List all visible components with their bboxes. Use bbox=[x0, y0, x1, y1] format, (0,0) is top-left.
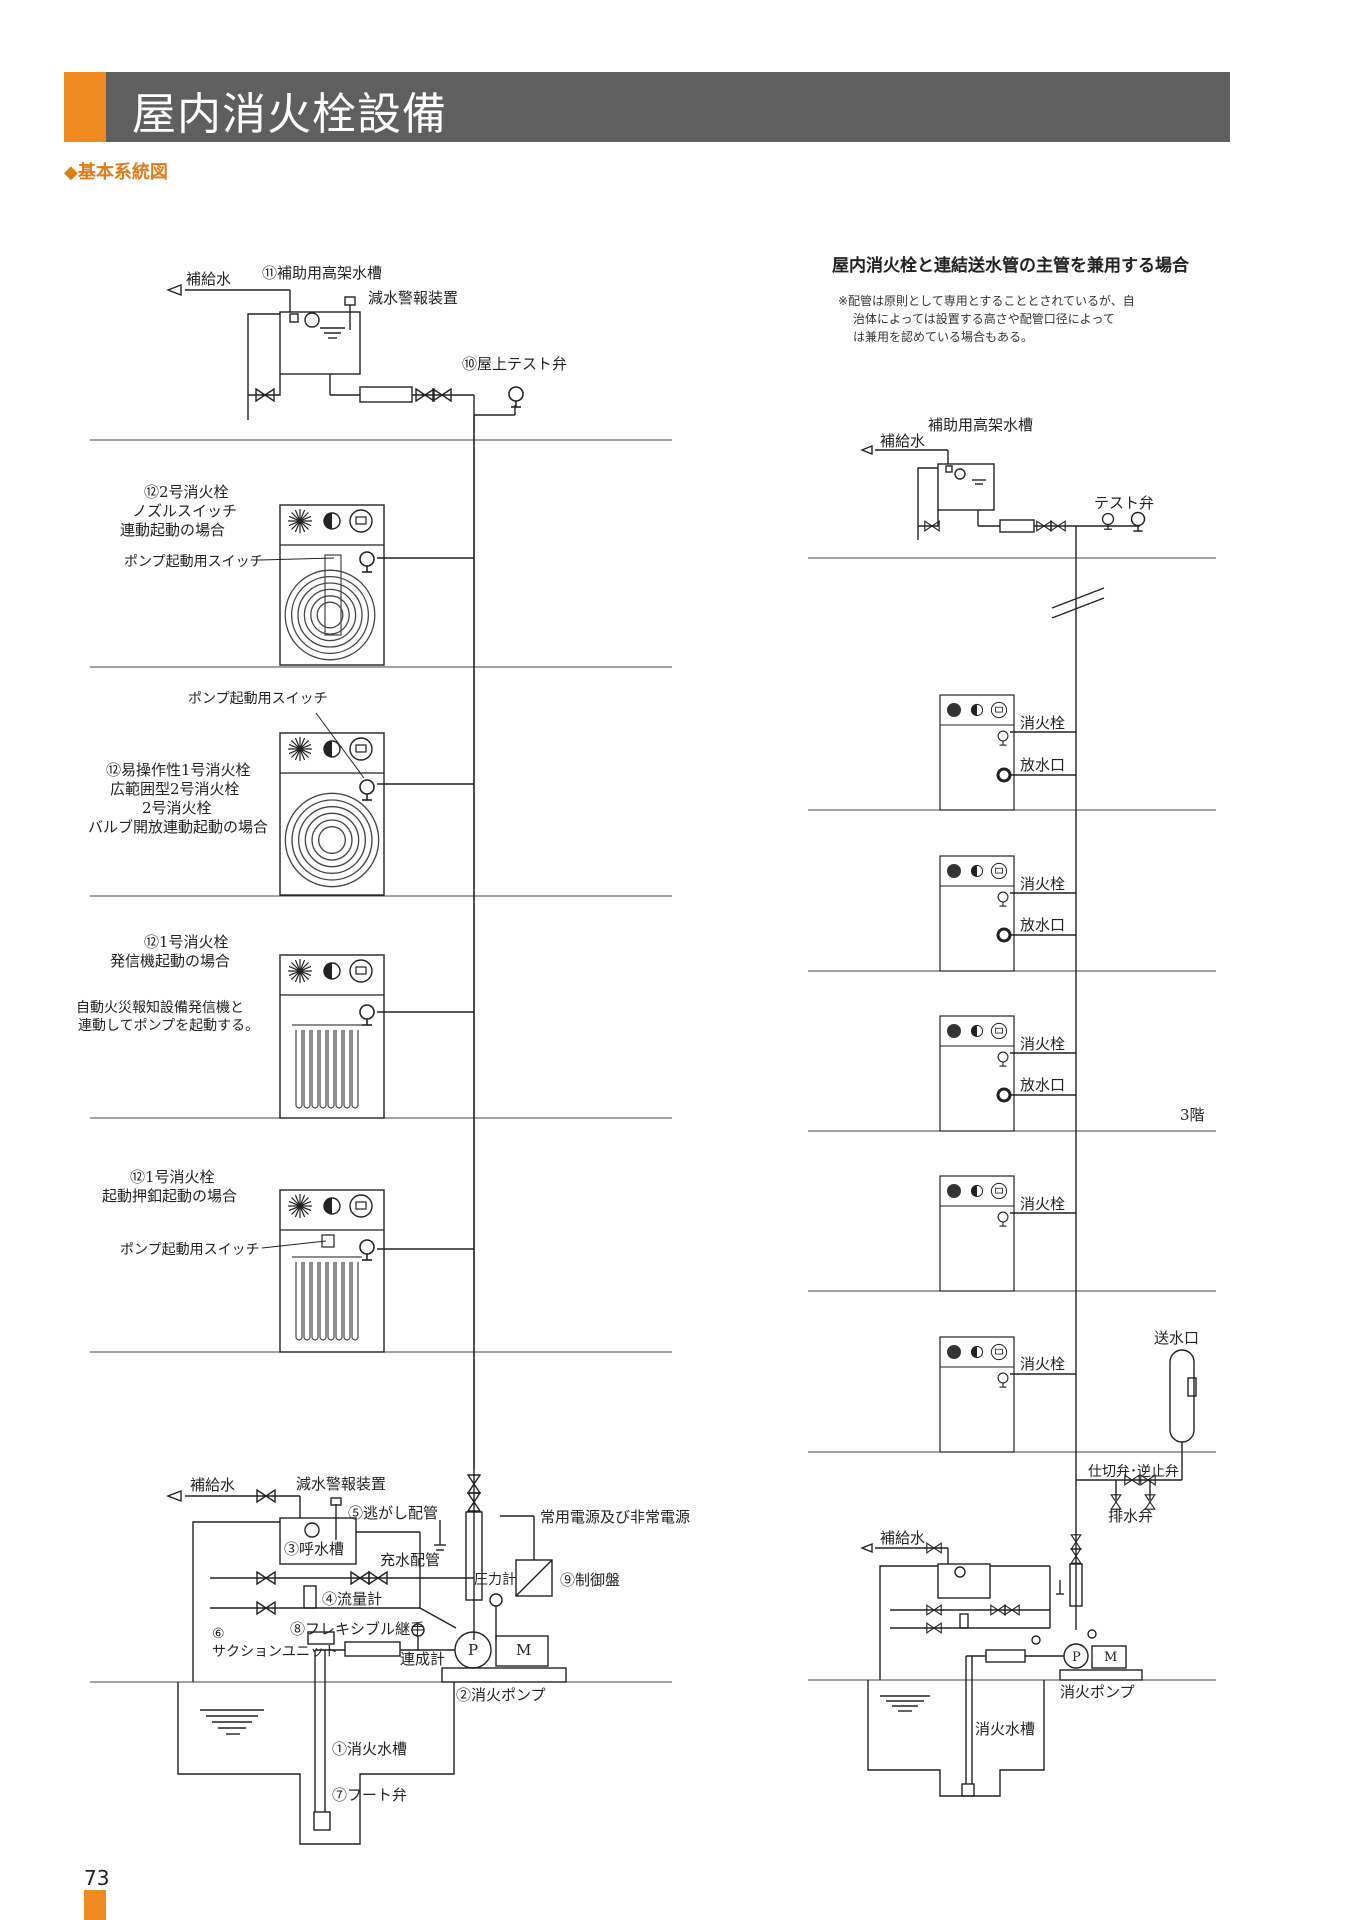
hydrant-box-2 bbox=[279, 712, 474, 896]
motor-m-label: M bbox=[516, 1641, 531, 1659]
bottom-low-water-alarm-label: 減水警報装置 bbox=[296, 1475, 386, 1493]
right-fire-pump-label: 消火ポンプ bbox=[1060, 1683, 1135, 1701]
right-floor-3 bbox=[939, 1015, 1076, 1132]
floor-3-label: 3階 bbox=[1180, 1106, 1205, 1124]
bottom-supply-water-label: 補給水 bbox=[190, 1476, 235, 1494]
case2-line-4: バルブ開放連動起動の場合 bbox=[88, 818, 268, 836]
right-diagram-note: ※配管は原則として専用とすることとされているが、自 治体によっては設置する高さや… bbox=[838, 292, 1138, 346]
hydrant-label-f4: 消火栓 bbox=[1020, 1195, 1065, 1213]
case2-line-3: 2号消火栓 bbox=[142, 799, 212, 817]
case4-line-1: ⑫1号消火栓 bbox=[130, 1168, 215, 1186]
hydrant-label-f2: 消火栓 bbox=[1020, 875, 1065, 893]
hydrant-box-3 bbox=[279, 954, 474, 1119]
case1-line-2: ノズルスイッチ bbox=[132, 502, 237, 520]
aux-elevated-tank bbox=[166, 283, 516, 420]
note-line-3: は兼用を認めている場合もある。 bbox=[853, 330, 1034, 344]
hydrant-label-f1: 消火栓 bbox=[1020, 714, 1065, 732]
note-line-1: ※配管は原則として専用とすることとされているが、自 bbox=[838, 294, 1135, 308]
valves-label: 仕切弁･逆止弁 bbox=[1088, 1464, 1179, 1480]
flexible-joint-label: ⑧フレキシブル継手 bbox=[290, 1620, 425, 1638]
power-supply-label: 常用電源及び非常電源 bbox=[540, 1508, 690, 1526]
case2-line-2: 広範囲型2号消火栓 bbox=[110, 780, 240, 798]
header-accent bbox=[64, 72, 106, 142]
water-tank-label: ①消火水槽 bbox=[332, 1740, 407, 1758]
pump-p-label: P bbox=[468, 1641, 478, 1659]
case2-switch-label: ポンプ起動用スイッチ bbox=[188, 691, 328, 707]
control-panel-label: ⑨制御盤 bbox=[560, 1571, 620, 1589]
fill-pipe-label: 充水配管 bbox=[380, 1551, 440, 1569]
case3-desc-1: 自動火災報知設備発信機と bbox=[76, 999, 244, 1016]
case1-switch-label: ポンプ起動用スイッチ bbox=[124, 554, 264, 570]
right-pump-p: P bbox=[1072, 1650, 1081, 1665]
aux-tank-label: ⑪補助用高架水槽 bbox=[262, 264, 382, 282]
right-floor-5 bbox=[939, 1336, 1076, 1453]
priming-tank-label: ③呼水槽 bbox=[284, 1540, 344, 1558]
right-floor-2 bbox=[939, 855, 1076, 972]
outlet-label-f2: 放水口 bbox=[1020, 916, 1065, 934]
relief-pipe-label: ⑤逃がし配管 bbox=[348, 1504, 438, 1522]
compound-gauge-label: 連成計 bbox=[400, 1650, 445, 1668]
page-title: 屋内消火栓設備 bbox=[132, 89, 447, 140]
case3-line-2: 発信機起動の場合 bbox=[110, 952, 230, 970]
flow-meter-label: ④流量計 bbox=[322, 1590, 382, 1608]
right-supply-water-label: 補給水 bbox=[880, 432, 925, 450]
outlet-label-f3: 放水口 bbox=[1020, 1076, 1065, 1094]
supply-water-label: 補給水 bbox=[186, 270, 231, 288]
foot-valve-label: ⑦フート弁 bbox=[332, 1786, 407, 1804]
pump-room-left bbox=[166, 1470, 567, 1845]
low-water-alarm-label: 減水警報装置 bbox=[368, 289, 458, 307]
case2-line-1: ⑫易操作性1号消火栓 bbox=[106, 761, 251, 779]
page-tab bbox=[84, 1890, 106, 1920]
roof-test-valve-label: ⑩屋上テスト弁 bbox=[462, 355, 567, 373]
drain-valve-label: 排水弁 bbox=[1108, 1507, 1153, 1525]
right-water-tank-label: 消火水槽 bbox=[975, 1720, 1035, 1738]
hydrant-box-4 bbox=[261, 1189, 474, 1353]
page-number: 73 bbox=[84, 1866, 110, 1890]
right-floor-1 bbox=[939, 694, 1076, 811]
case3-desc-2: 連動してポンプを起動する。 bbox=[78, 1018, 259, 1034]
case3-line-1: ⑫1号消火栓 bbox=[144, 933, 229, 951]
suction-unit-number: ⑥ bbox=[212, 1626, 225, 1642]
hydrant-label-f5: 消火栓 bbox=[1020, 1355, 1065, 1373]
right-motor-m: M bbox=[1104, 1650, 1117, 1665]
siamese-inlet bbox=[1076, 1349, 1197, 1500]
suction-unit-label: サクションユニット bbox=[212, 1644, 338, 1660]
fire-pump-label: ②消火ポンプ bbox=[456, 1686, 546, 1704]
pump-room-right bbox=[860, 1530, 1143, 1797]
inlet-label: 送水口 bbox=[1154, 1329, 1199, 1347]
section-subheading: ◆基本系統図 bbox=[64, 162, 168, 183]
hydrant-box-1 bbox=[259, 504, 474, 666]
hydrant-label-f3: 消火栓 bbox=[1020, 1035, 1065, 1053]
case1-line-1: ⑫2号消火栓 bbox=[144, 483, 229, 501]
right-diagram-title: 屋内消火栓と連結送水管の主管を兼用する場合 bbox=[832, 256, 1189, 276]
note-line-2: 治体によっては設置する高さや配管口径によって bbox=[853, 312, 1115, 326]
right-test-valve-label: テスト弁 bbox=[1094, 494, 1154, 512]
case4-line-2: 起動押釦起動の場合 bbox=[102, 1187, 237, 1205]
right-aux-tank bbox=[860, 444, 1140, 540]
pressure-gauge-label: 圧力計 bbox=[474, 1572, 516, 1588]
outlet-label-f1: 放水口 bbox=[1020, 756, 1065, 774]
right-aux-tank-label: 補助用高架水槽 bbox=[928, 416, 1033, 434]
right-floor-4 bbox=[939, 1175, 1076, 1292]
case1-line-3: 連動起動の場合 bbox=[120, 521, 225, 539]
right-bottom-supply-label: 補給水 bbox=[880, 1529, 925, 1547]
header-bar: 屋内消火栓設備 bbox=[64, 72, 1230, 142]
case4-switch-label: ポンプ起動用スイッチ bbox=[120, 1242, 260, 1258]
